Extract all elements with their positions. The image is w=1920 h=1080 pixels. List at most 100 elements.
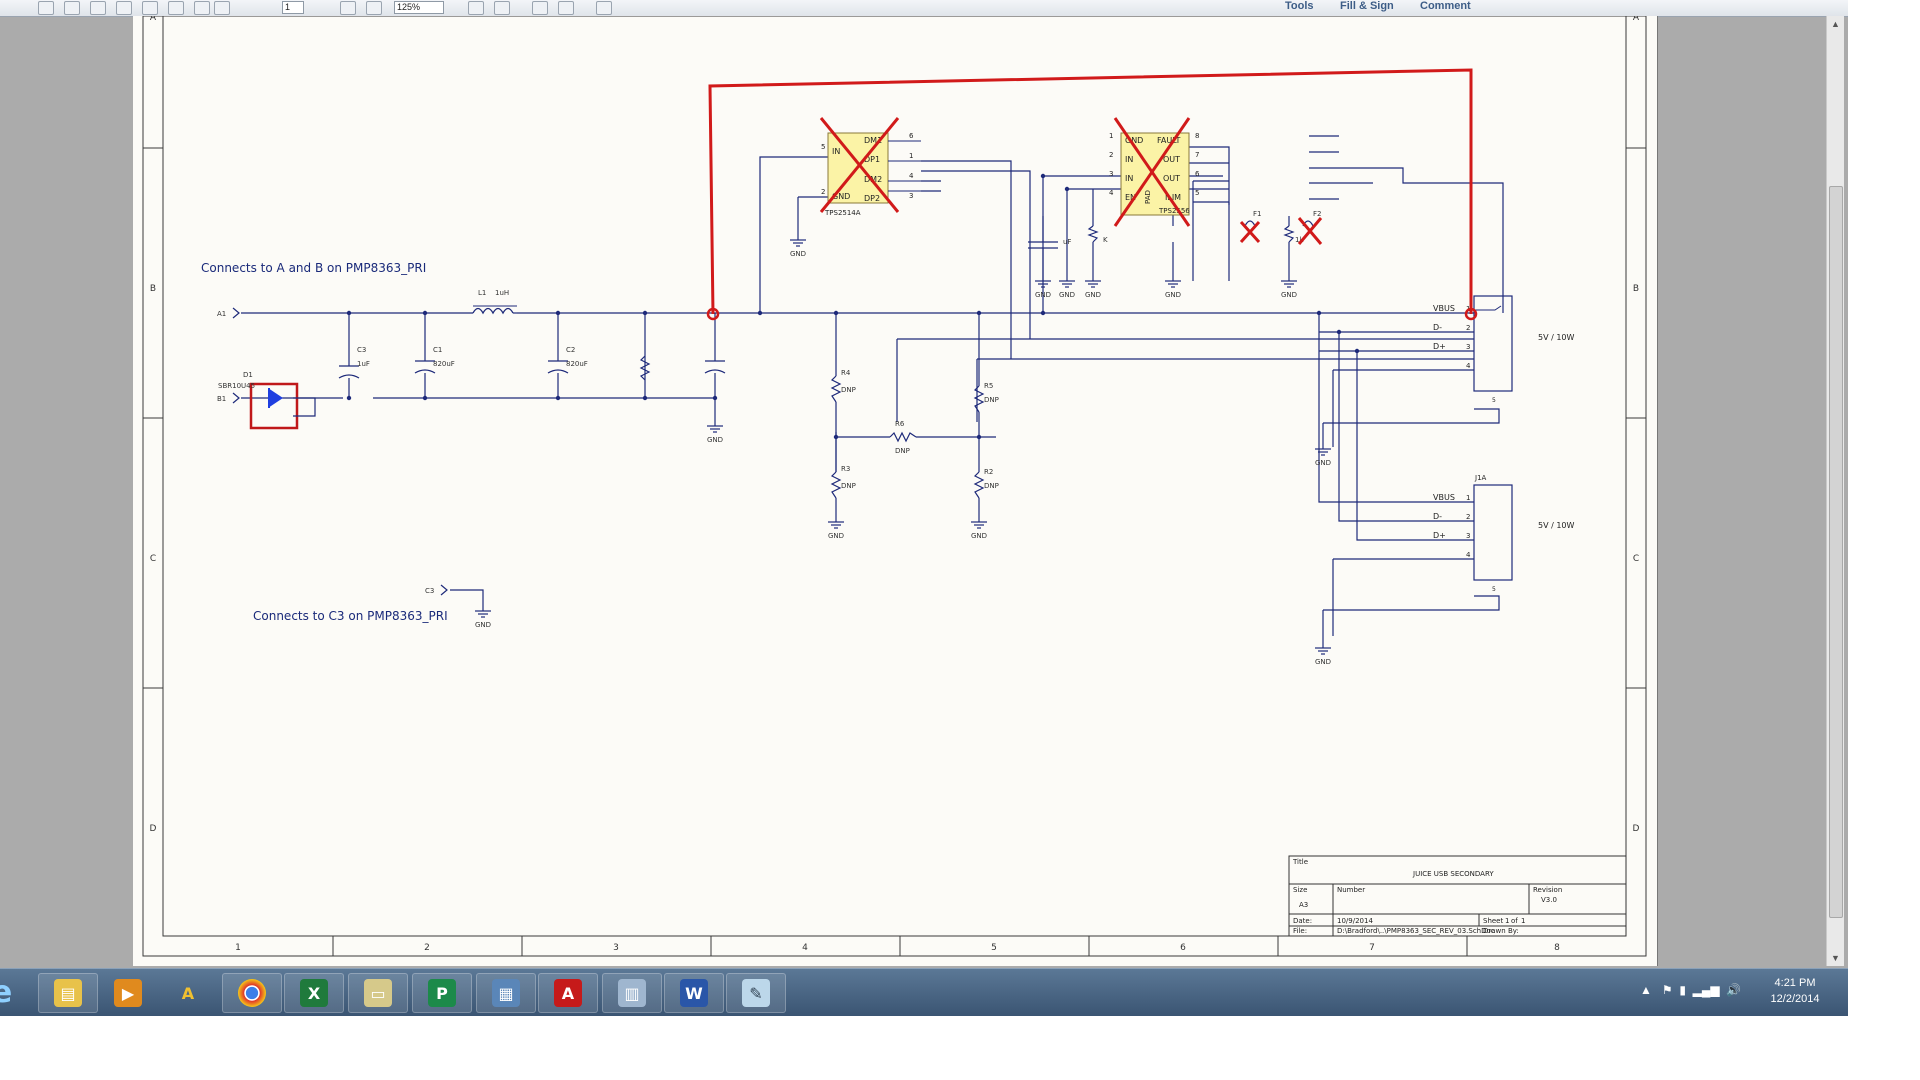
highlight-icon[interactable]	[558, 1, 574, 15]
viewer-toolbar: 1 125% Tools Fill & Sign Comment	[0, 0, 1848, 17]
vertical-scrollbar[interactable]: ▲ ▼	[1826, 16, 1844, 966]
gnd-label: GND	[790, 250, 806, 258]
edit-icon[interactable]	[90, 1, 106, 15]
system-tray: ▲ ⚑ ▮ ▂▄▆ 🔊	[1640, 983, 1741, 997]
capacitor-symbols	[338, 241, 1058, 379]
zoom-out-icon[interactable]	[340, 1, 356, 15]
zone-col-label: 2	[424, 943, 430, 953]
res-r6-value: DNP	[895, 447, 910, 455]
document-page: A A B B C C D D 1 2 3 4 5 6 7 8 Connects…	[133, 16, 1658, 966]
title-block-title: JUICE USB SECONDARY	[1412, 870, 1494, 878]
fit-width-icon[interactable]	[494, 1, 510, 15]
svg-text:OUT: OUT	[1163, 155, 1180, 164]
scrollbar-thumb[interactable]	[1829, 186, 1843, 918]
diode-d1: D1 SBR10U45	[218, 371, 316, 430]
svg-text:F2: F2	[1313, 210, 1321, 218]
taskbar-autodesk[interactable]: A	[158, 973, 218, 1013]
show-hidden-icons-icon[interactable]: ▲	[1640, 983, 1652, 997]
usb-2-rating: 5V / 10W	[1538, 521, 1575, 530]
taskbar-calculator[interactable]: ▥	[602, 973, 662, 1013]
page-number-input[interactable]: 1	[282, 1, 304, 14]
taskbar-word[interactable]: W	[664, 973, 724, 1013]
taskbar-media-player[interactable]: ▶	[98, 973, 158, 1013]
upper-cap-label: uF	[1063, 238, 1071, 246]
pdf-viewer-window: 1 125% Tools Fill & Sign Comment	[0, 0, 1848, 1016]
svg-text:D+: D+	[1433, 531, 1446, 540]
volume-icon[interactable]: 🔊	[1726, 983, 1742, 997]
svg-text:D-: D-	[1433, 512, 1442, 521]
svg-text:V3.0: V3.0	[1541, 896, 1557, 904]
autodesk-icon: A	[181, 983, 195, 1003]
network-icon: ▦	[492, 979, 520, 1007]
fit-page-icon[interactable]	[468, 1, 484, 15]
network-signal-icon[interactable]: ▂▄▆	[1692, 983, 1720, 997]
zoom-in-icon[interactable]	[366, 1, 382, 15]
taskbar-folder[interactable]: ▭	[348, 973, 408, 1013]
clock-date[interactable]: 12/2/2014	[1770, 993, 1820, 1005]
clock-time[interactable]: 4:21 PM	[1774, 977, 1816, 989]
inductor-value: 1uH	[495, 289, 509, 297]
ic-tps2514a: IN GND DM1 DP1 DM2 DP2 5 2 6 1 4 3 TPS25…	[819, 117, 921, 217]
title-block: Title JUICE USB SECONDARY Size A3 Number…	[1288, 855, 1627, 937]
zone-col-label: 1	[235, 943, 241, 953]
print-icon[interactable]	[142, 1, 158, 15]
cap-c2-ref: C2	[566, 346, 575, 354]
tools-link[interactable]: Tools	[1285, 0, 1314, 12]
save-icon[interactable]	[116, 1, 132, 15]
taskbar-explorer[interactable]: ▤	[38, 973, 98, 1013]
ic-tps2556: GND IN IN EN FAULT OUT OUT ILIM PAD 1 2 …	[1109, 117, 1200, 227]
email-icon[interactable]	[168, 1, 184, 15]
taskbar-publisher[interactable]: P	[412, 973, 472, 1013]
excel-icon: X	[300, 979, 328, 1007]
port-a-label: A1	[217, 310, 226, 318]
calculator-icon: ▥	[618, 979, 646, 1007]
note-connects-c3: Connects to C3 on PMP8363_PRI	[253, 609, 448, 623]
svg-text:5: 5	[1492, 397, 1496, 404]
gnd-label: GND	[1165, 291, 1181, 299]
gnd-label: GND	[1315, 658, 1331, 666]
svg-text:IN: IN	[832, 147, 840, 156]
port-a-arrow	[232, 307, 240, 319]
gnd-label: GND	[1035, 291, 1051, 299]
taskbar-ie[interactable]: e	[0, 973, 22, 1011]
taskbar-chrome[interactable]	[222, 973, 282, 1013]
open-icon[interactable]	[38, 1, 54, 15]
power-icon[interactable]: ▮	[1679, 983, 1686, 997]
comment-bubble-icon[interactable]	[532, 1, 548, 15]
taskbar-acrobat[interactable]: A	[538, 973, 598, 1013]
scroll-up-icon[interactable]: ▲	[1831, 19, 1840, 29]
diode-ref: D1	[243, 371, 253, 379]
taskbar-notepad[interactable]: ✎	[726, 973, 786, 1013]
cap-c3-ref: C3	[357, 346, 366, 354]
prev-page-icon[interactable]	[194, 1, 210, 15]
fill-sign-link[interactable]: Fill & Sign	[1340, 0, 1394, 12]
red-markup-loop	[706, 68, 1478, 321]
tools-panel-icon[interactable]	[596, 1, 612, 15]
usb-connector-2: J1A VBUS D- D+ 1 2 3 4 5 5V / 10W	[1433, 474, 1575, 593]
zone-row-label: B	[1633, 284, 1639, 294]
zone-col-label: 8	[1554, 943, 1560, 953]
zone-row-label: A	[150, 16, 157, 23]
zoom-level-input[interactable]: 125%	[394, 1, 444, 14]
next-page-icon[interactable]	[214, 1, 230, 15]
resistor-symbols	[639, 225, 1295, 499]
svg-text:D:\Bradford\..\PMP8363_SEC_REV: D:\Bradford\..\PMP8363_SEC_REV_03.SchDoc	[1337, 927, 1495, 935]
acrobat-icon: A	[554, 979, 582, 1007]
res-r5-value: DNP	[984, 396, 999, 404]
taskbar-network[interactable]: ▦	[476, 973, 536, 1013]
cap-c2-value: 820uF	[566, 360, 588, 368]
action-center-flag-icon[interactable]: ⚑	[1661, 983, 1673, 997]
gnd-label: GND	[707, 436, 723, 444]
zone-row-label: D	[150, 824, 157, 834]
zone-row-label: A	[1633, 16, 1640, 23]
folder-icon: ▭	[364, 979, 392, 1007]
svg-text:Revision: Revision	[1533, 886, 1562, 894]
comment-link[interactable]: Comment	[1420, 0, 1471, 12]
svg-text:J1A: J1A	[1474, 474, 1487, 482]
svg-text:2: 2	[821, 188, 825, 196]
svg-text:6: 6	[909, 132, 914, 140]
zone-col-label: 5	[991, 943, 997, 953]
taskbar-excel[interactable]: X	[284, 973, 344, 1013]
create-icon[interactable]	[64, 1, 80, 15]
scroll-down-icon[interactable]: ▼	[1831, 953, 1840, 963]
